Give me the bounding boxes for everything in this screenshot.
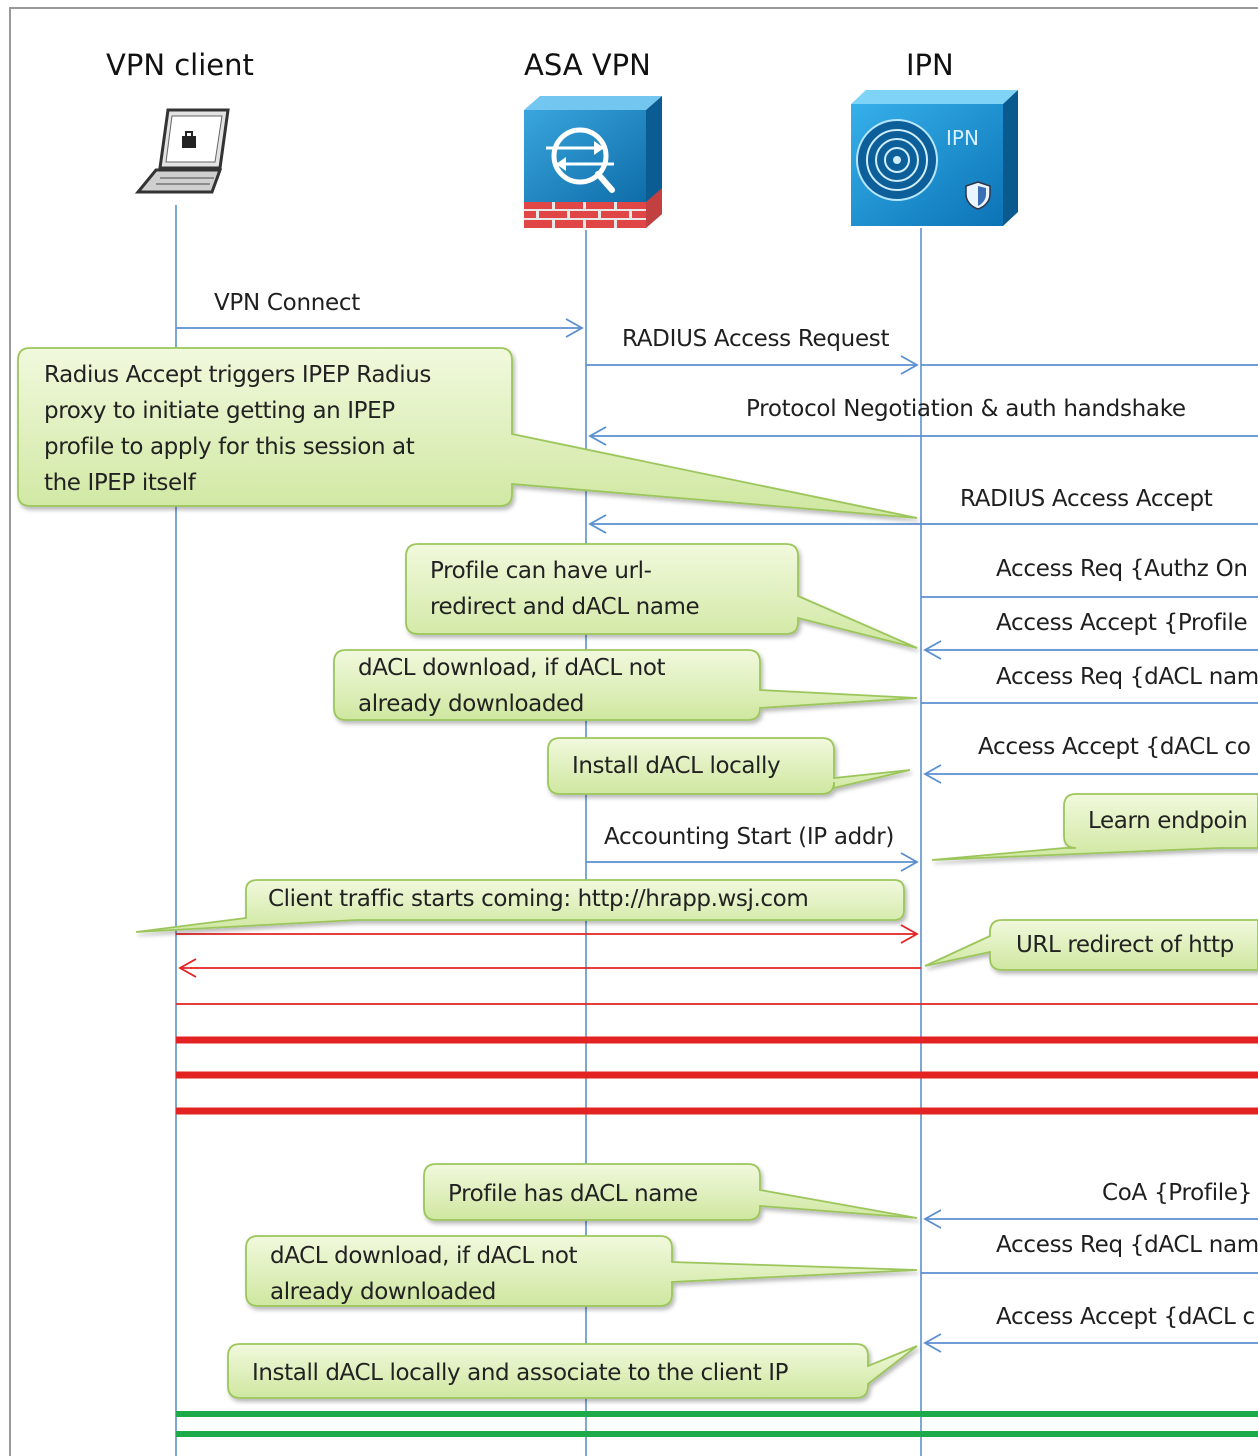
callout-client-traffic: [135, 879, 905, 933]
note-dacl-download-2: dACL download, if dACL not already downl…: [270, 1243, 578, 1305]
note-url-redirect: URL redirect of http: [1016, 932, 1234, 958]
label-access-accept-dacl-2: Access Accept {dACL c: [996, 1304, 1255, 1330]
callout-install-dacl: [547, 737, 911, 795]
note-learn-endpoint: Learn endpoin: [1088, 808, 1248, 834]
label-access-accept-profile: Access Accept {Profile: [996, 610, 1248, 636]
note-profile-url: Profile can have url- redirect and dACL …: [430, 558, 700, 620]
note-client-traffic: Client traffic starts coming: http://hra…: [268, 886, 809, 912]
callout-dacl-download-2: [245, 1235, 918, 1307]
ipn-badge-label: IPN: [946, 126, 979, 150]
label-radius-access-request: RADIUS Access Request: [622, 326, 890, 352]
callout-url-redirect: [924, 919, 1258, 971]
note-dacl-download-1: dACL download, if dACL not already downl…: [358, 655, 666, 717]
ipn-appliance-icon: [851, 90, 1018, 226]
callout-profile-has-dacl: [423, 1163, 918, 1221]
actor-asa-vpn: ASA VPN: [524, 48, 651, 82]
note-install-dacl: Install dACL locally: [572, 753, 781, 779]
diagram-frame: [9, 7, 1258, 1456]
callout-dacl-download-1: [333, 649, 918, 721]
callout-radius-accept: [17, 347, 918, 519]
actor-ipn: IPN: [906, 48, 954, 82]
label-radius-access-accept: RADIUS Access Accept: [960, 486, 1213, 512]
note-profile-has-dacl: Profile has dACL name: [448, 1181, 698, 1207]
asa-vpn-icon: [524, 96, 662, 228]
label-coa-profile: CoA {Profile}: [1102, 1180, 1253, 1206]
label-protocol-negotiation: Protocol Negotiation & auth handshake: [746, 396, 1186, 422]
label-access-accept-dacl-1: Access Accept {dACL co: [978, 734, 1251, 760]
note-radius-accept: Radius Accept triggers IPEP Radius proxy…: [44, 362, 431, 496]
actor-vpn-client: VPN client: [106, 48, 254, 82]
laptop-icon: [134, 108, 230, 194]
callout-profile-url: [405, 543, 918, 649]
callout-learn-endpoint: [931, 793, 1258, 861]
label-access-req-authz: Access Req {Authz On: [996, 556, 1248, 582]
callout-install-dacl-assoc: [227, 1343, 918, 1399]
note-install-dacl-assoc: Install dACL locally and associate to th…: [252, 1360, 789, 1386]
label-accounting-start: Accounting Start (IP addr): [604, 824, 895, 850]
label-access-req-dacl-1: Access Req {dACL nam: [996, 664, 1258, 690]
label-vpn-connect: VPN Connect: [214, 290, 360, 316]
label-access-req-dacl-2: Access Req {dACL nam: [996, 1232, 1258, 1258]
